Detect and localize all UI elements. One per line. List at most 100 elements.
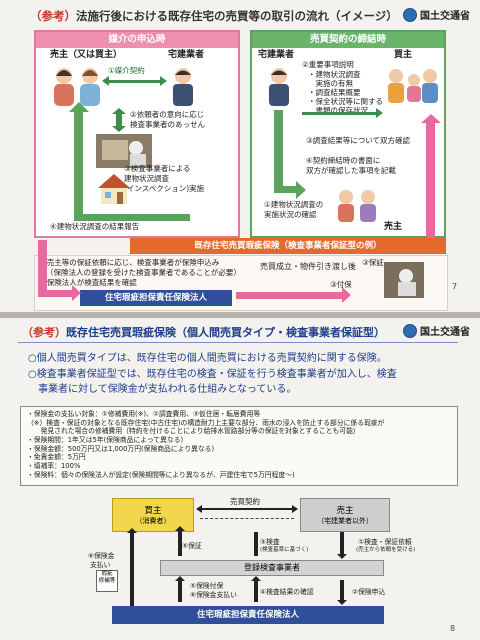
r-explain-item-0: ・建物状況調査 bbox=[308, 70, 361, 79]
r-seller-label: 売主 bbox=[384, 222, 403, 232]
arrow-up-icon bbox=[175, 576, 185, 581]
arrow-right-icon bbox=[296, 181, 306, 199]
arrow-left-icon bbox=[102, 76, 109, 86]
r-step4-line2: 双方が確認した事項を記載 bbox=[306, 166, 396, 175]
report-arrow-base bbox=[74, 214, 190, 221]
defect-sub: 修補等 bbox=[98, 577, 116, 584]
guarantee-arrow bbox=[178, 530, 182, 556]
arrow-left-icon bbox=[196, 505, 202, 513]
r-explain-item-2: ・調査結果概要 bbox=[308, 88, 361, 97]
attach-label-1: ⑤保険付保 bbox=[190, 582, 224, 590]
mlit-mark-icon bbox=[403, 7, 417, 22]
ins-note-2: （保険法人の登録を受けた検査事業者であることが必要） bbox=[46, 268, 241, 277]
report-arrow-head-icon bbox=[69, 102, 89, 112]
info-line: ・保険期間：1年又は5年(保険商品によって異なる) bbox=[27, 436, 184, 445]
info-line: ・保険金の支払い対象：①修補費用(※)、②調査費用、③仮住居・転居費用等 bbox=[27, 410, 261, 418]
claim-arrow bbox=[130, 532, 134, 618]
seller-box: 売主 （宅建業者以外） bbox=[300, 498, 390, 532]
arrow-right-icon bbox=[376, 108, 383, 118]
explain-arrow bbox=[302, 112, 378, 115]
attach-arrow bbox=[178, 580, 182, 602]
ins-note-3: ②保険法人が検査結果を確認 bbox=[40, 278, 137, 287]
step3-line1: ③検査事業者による bbox=[124, 164, 191, 173]
left-flow-base bbox=[38, 290, 74, 297]
guarantee-label: ⑤保証 bbox=[182, 542, 202, 550]
arrow-up-icon bbox=[175, 526, 185, 531]
arrow-down-icon bbox=[337, 554, 347, 559]
report-arrow-stem bbox=[74, 110, 83, 220]
inspection-photo bbox=[96, 134, 152, 168]
inspection-label: ③検査 bbox=[260, 538, 280, 546]
agent-illustration bbox=[173, 68, 193, 106]
inspection-sub: (検査基準に基づく) bbox=[260, 547, 309, 553]
request-arrow bbox=[340, 532, 344, 556]
agent-label: 宅建業者 bbox=[168, 50, 205, 60]
page-number: 8 bbox=[450, 624, 456, 633]
seller-label: 売主（又は買主） bbox=[50, 50, 123, 60]
arrow-up-icon bbox=[112, 108, 126, 114]
buyer-box: 買主 （消費者） bbox=[112, 498, 194, 532]
mediation-box: 媒介の申込時 bbox=[34, 30, 240, 238]
claim-label: ⑥保険金 bbox=[88, 552, 115, 560]
registered-inspector-box: 登録検査事業者 bbox=[160, 560, 384, 576]
buyer-sub: （消費者） bbox=[135, 517, 171, 525]
r-explain: ②重要事項説明 bbox=[302, 60, 354, 69]
arrow-right-icon bbox=[292, 505, 298, 513]
mlit-logo: 国土交通省 bbox=[403, 323, 470, 338]
inspector-photo bbox=[384, 262, 424, 298]
arrow-right-icon bbox=[72, 285, 81, 301]
handover-dash bbox=[200, 518, 294, 520]
page-7: （参考）法施行後における既存住宅の売買等の取引の流れ（イメージ） 国土交通省 媒… bbox=[0, 0, 480, 312]
step2-line1: ②依頼者の意向に応じ bbox=[130, 110, 205, 119]
request-sub: (売主から依頼を受ける) bbox=[356, 547, 416, 553]
r-explain-item-1: 実施の有無 bbox=[308, 79, 353, 88]
step3-line3: (インスペクション)実施 bbox=[124, 184, 205, 193]
step2-arrow bbox=[116, 112, 122, 126]
r-step1-line2: 実施状況の確認 bbox=[264, 210, 317, 219]
seller-label: 売主 bbox=[336, 506, 354, 516]
step4-report: ④建物状況調査の結果報告 bbox=[50, 222, 140, 231]
request-label: ①検査・保証依頼 bbox=[358, 538, 412, 546]
mlit-logo: 国土交通省 bbox=[403, 7, 470, 22]
info-line: ・填補率：100% bbox=[27, 462, 81, 471]
confirm-label: ④検査結果の確認 bbox=[260, 588, 314, 596]
confirm-arrow bbox=[254, 580, 258, 602]
arrow-up-icon bbox=[251, 576, 261, 581]
arrow-up-icon bbox=[127, 528, 137, 533]
step2-line2: 検査事業者のあっせん bbox=[130, 120, 205, 129]
contract-arrow bbox=[200, 508, 294, 510]
ins-note-1: ①売主等の保証依頼に応じ、検査事業者が保険申込み bbox=[40, 258, 220, 267]
r-agent-label: 宅建業者 bbox=[258, 50, 295, 60]
page-title: （参考）法施行後における既存住宅の売買等の取引の流れ（イメージ） bbox=[30, 9, 398, 23]
mlit-mark-icon bbox=[403, 323, 417, 338]
attach-label-2: ⑥保険金支払い bbox=[190, 591, 237, 599]
defect-label: 瑕疵 bbox=[101, 571, 113, 577]
ins-guarantee: ③保証 bbox=[362, 258, 384, 267]
info-line: ・保険金額：500万円又は1,000万円(保険商品により異なる) bbox=[27, 444, 215, 453]
step3-line2: 建物状況調査 bbox=[124, 174, 169, 183]
apply-label: ②保険申込 bbox=[352, 588, 386, 596]
seller-sub: （宅建業者以外） bbox=[317, 517, 373, 525]
claim-label-2: 支払い bbox=[90, 561, 111, 569]
left-flow-arrow bbox=[38, 240, 47, 296]
page-number: 7 bbox=[452, 282, 458, 291]
insurance-info-box: ・保険金の支払い対象：①修補費用(※)、②調査費用、③仮住居・転居費用等 （※）… bbox=[20, 406, 458, 486]
info-line: ・保険料：個々の保険法人が設定(保険期間等により異なるが、戸建住宅で5万円程度～… bbox=[27, 470, 295, 479]
bullet-2-line2: 事業者に対して保険金が支払われる仕組みとなっている。 bbox=[28, 384, 297, 395]
contract-box: 売買契約の締結時 bbox=[250, 30, 446, 238]
contract-label: 売買契約 bbox=[230, 497, 260, 506]
defect-repair-box: 瑕疵 修補等 bbox=[96, 570, 118, 592]
arrow-right-icon bbox=[160, 76, 167, 86]
contract-header: 売買契約の締結時 bbox=[252, 32, 444, 48]
seller-couple-illustration bbox=[338, 190, 376, 222]
step1-arrow bbox=[106, 80, 162, 83]
insurance-corp-band: 住宅瑕疵担保責任保険法人 bbox=[80, 290, 232, 306]
insurance-band: 既存住宅売買瑕疵保険（検査事業者保証型の例） bbox=[130, 238, 446, 254]
check-arrow-base bbox=[274, 186, 298, 193]
r-explain-item-4: 書類の保存状況 bbox=[308, 106, 368, 115]
bullet-2-line1: ○検査事業者保証型では、既存住宅の検査・保証を行う検査事業者が加入し、検査 bbox=[28, 369, 397, 380]
ins-mid: 売買成立・物件引き渡し後 bbox=[260, 262, 356, 271]
check-arrow-stem bbox=[274, 110, 283, 192]
apply-arrow bbox=[340, 580, 344, 602]
arrow-down-icon bbox=[112, 126, 126, 132]
